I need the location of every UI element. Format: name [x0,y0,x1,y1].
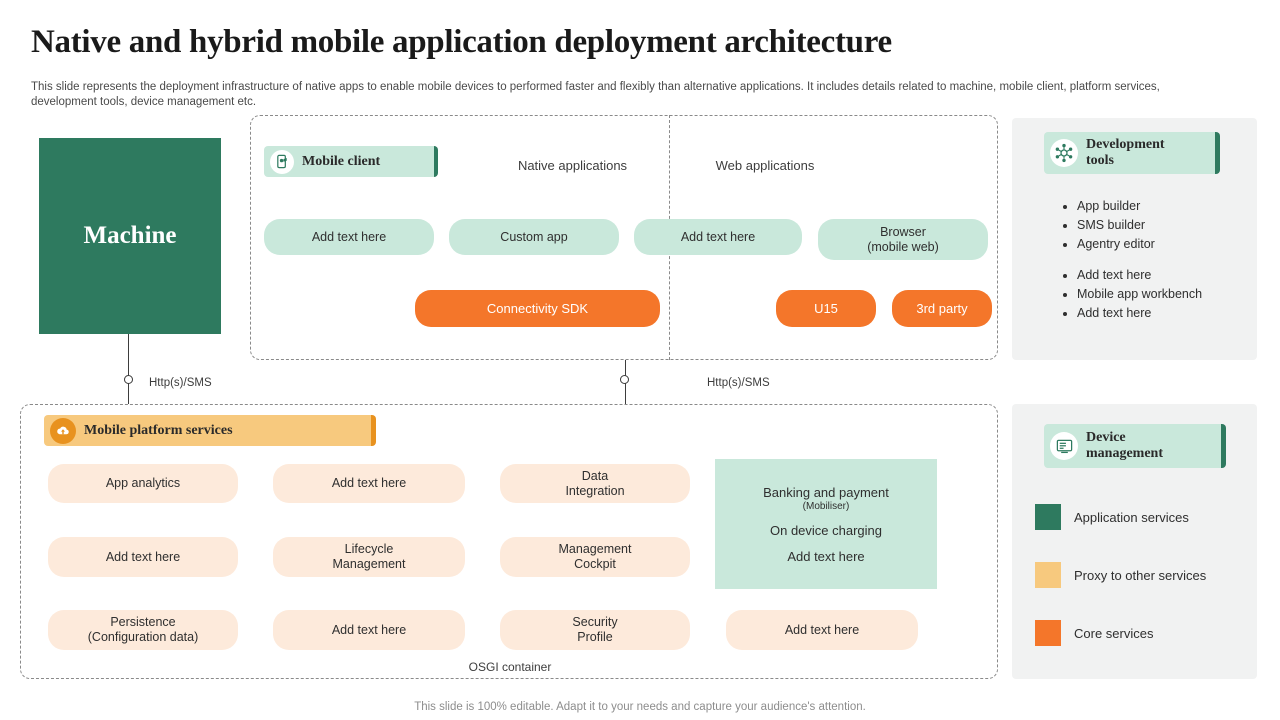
service-add-text-here-1[interactable]: Add text here [273,464,465,503]
dev-tools-line2: tools [1086,153,1114,168]
machine-label: Machine [83,222,177,249]
dev-tools-secondary-list: Add text here Mobile app workbench Add t… [1062,266,1247,323]
device-management-header: Device management [1044,424,1226,468]
service-management-cockpit[interactable]: Management Cockpit [500,537,690,577]
connector-dot-left [124,375,133,384]
service-label: App analytics [105,476,181,490]
device-management-label: Device management [1086,430,1163,462]
mobile-client-icon [270,149,294,174]
footer-note: This slide is 100% editable. Adapt it to… [414,701,866,713]
service-label: Add text here [331,622,407,637]
web-applications-caption: Web applications [715,158,815,173]
list-item: Mobile app workbench [1077,285,1247,304]
chip-3rd-party[interactable]: 3rd party [892,290,992,327]
native-applications-caption: Native applications [517,158,628,173]
mobile-client-header: Mobile client [264,146,438,177]
connector-label-right: Http(s)/SMS [707,377,770,389]
connector-line-left [128,334,129,404]
service-add-text-here-2[interactable]: Add text here [48,537,238,577]
legend-label: Proxy to other services [1074,567,1207,583]
service-label: Add text here [331,476,407,490]
list-item: Add text here [1077,266,1247,285]
device-mgmt-line1: Device [1086,430,1126,445]
page-subtitle: This slide represents the deployment inf… [31,81,1160,108]
service-label: Add text here [784,622,860,637]
platform-services-container [20,404,998,679]
list-item: Agentry editor [1077,235,1247,254]
cloud-upload-icon [50,417,76,444]
chip-connectivity-sdk[interactable]: Connectivity SDK [415,290,660,327]
service-label: Lifecycle Management [332,542,406,571]
chip-add-text-here-2[interactable]: Add text here [634,219,802,255]
list-item: SMS builder [1077,216,1247,235]
service-label: Persistence (Configuration data) [87,615,199,644]
dev-tools-line1: Development [1086,137,1165,152]
banking-line1: Banking and payment (Mobiliser) [763,485,889,512]
banking-line1-text: Banking and payment [763,484,889,500]
chip-custom-app[interactable]: Custom app [449,219,619,255]
legend-item-proxy-to-other-services: Proxy to other services [1035,562,1206,588]
mobile-client-container [250,115,998,360]
osgi-container-label: OSGI container [468,660,552,674]
service-add-text-here-4[interactable]: Add text here [726,610,918,650]
connector-dot-right [620,375,629,384]
legend-swatch [1035,504,1061,530]
service-data-integration[interactable]: Data Integration [500,464,690,503]
list-item: Add text here [1077,304,1247,323]
legend-label: Application services [1074,509,1189,525]
development-tools-label: Development tools [1086,137,1165,169]
service-persistence[interactable]: Persistence (Configuration data) [48,610,238,650]
page-title: Native and hybrid mobile application dep… [31,24,892,60]
legend-swatch [1035,562,1061,588]
chip-browser-mobile-web[interactable]: Browser (mobile web) [818,219,988,260]
platform-services-header: Mobile platform services [44,415,376,446]
chip-add-text-here-1[interactable]: Add text here [264,219,434,255]
machine-block: Machine [39,138,221,334]
legend-swatch [1035,620,1061,646]
dev-tools-primary-list: App builder SMS builder Agentry editor [1062,197,1247,254]
legend-item-application-services: Application services [1035,504,1189,530]
service-label: Data Integration [565,468,625,498]
legend-item-core-services: Core services [1035,620,1153,646]
platform-services-label: Mobile platform services [84,422,233,438]
gear-network-icon [1050,139,1078,167]
chip-browser-label: Browser (mobile web) [867,224,939,254]
service-label: Security Profile [572,615,618,644]
development-tools-header: Development tools [1044,132,1220,174]
chip-u15[interactable]: U15 [776,290,876,327]
device-mgmt-line2: management [1086,446,1163,461]
service-lifecycle-management[interactable]: Lifecycle Management [273,537,465,577]
development-tools-list: App builder SMS builder Agentry editor A… [1062,197,1247,323]
mobile-client-label: Mobile client [302,153,381,169]
legend-label: Core services [1074,625,1154,641]
connector-label-left: Http(s)/SMS [149,377,212,389]
service-label: Add text here [105,549,181,564]
banking-line1-sub: (Mobiliser) [802,500,850,512]
list-item: App builder [1077,197,1247,216]
device-screen-icon [1050,432,1078,460]
banking-line2: On device charging [769,522,882,538]
service-label: Management Cockpit [558,542,632,571]
service-security-profile[interactable]: Security Profile [500,610,690,650]
service-add-text-here-3[interactable]: Add text here [273,610,465,650]
service-app-analytics[interactable]: App analytics [48,464,238,503]
banking-and-payment-block[interactable]: Banking and payment (Mobiliser) On devic… [715,459,937,589]
banking-line3: Add text here [787,548,865,564]
